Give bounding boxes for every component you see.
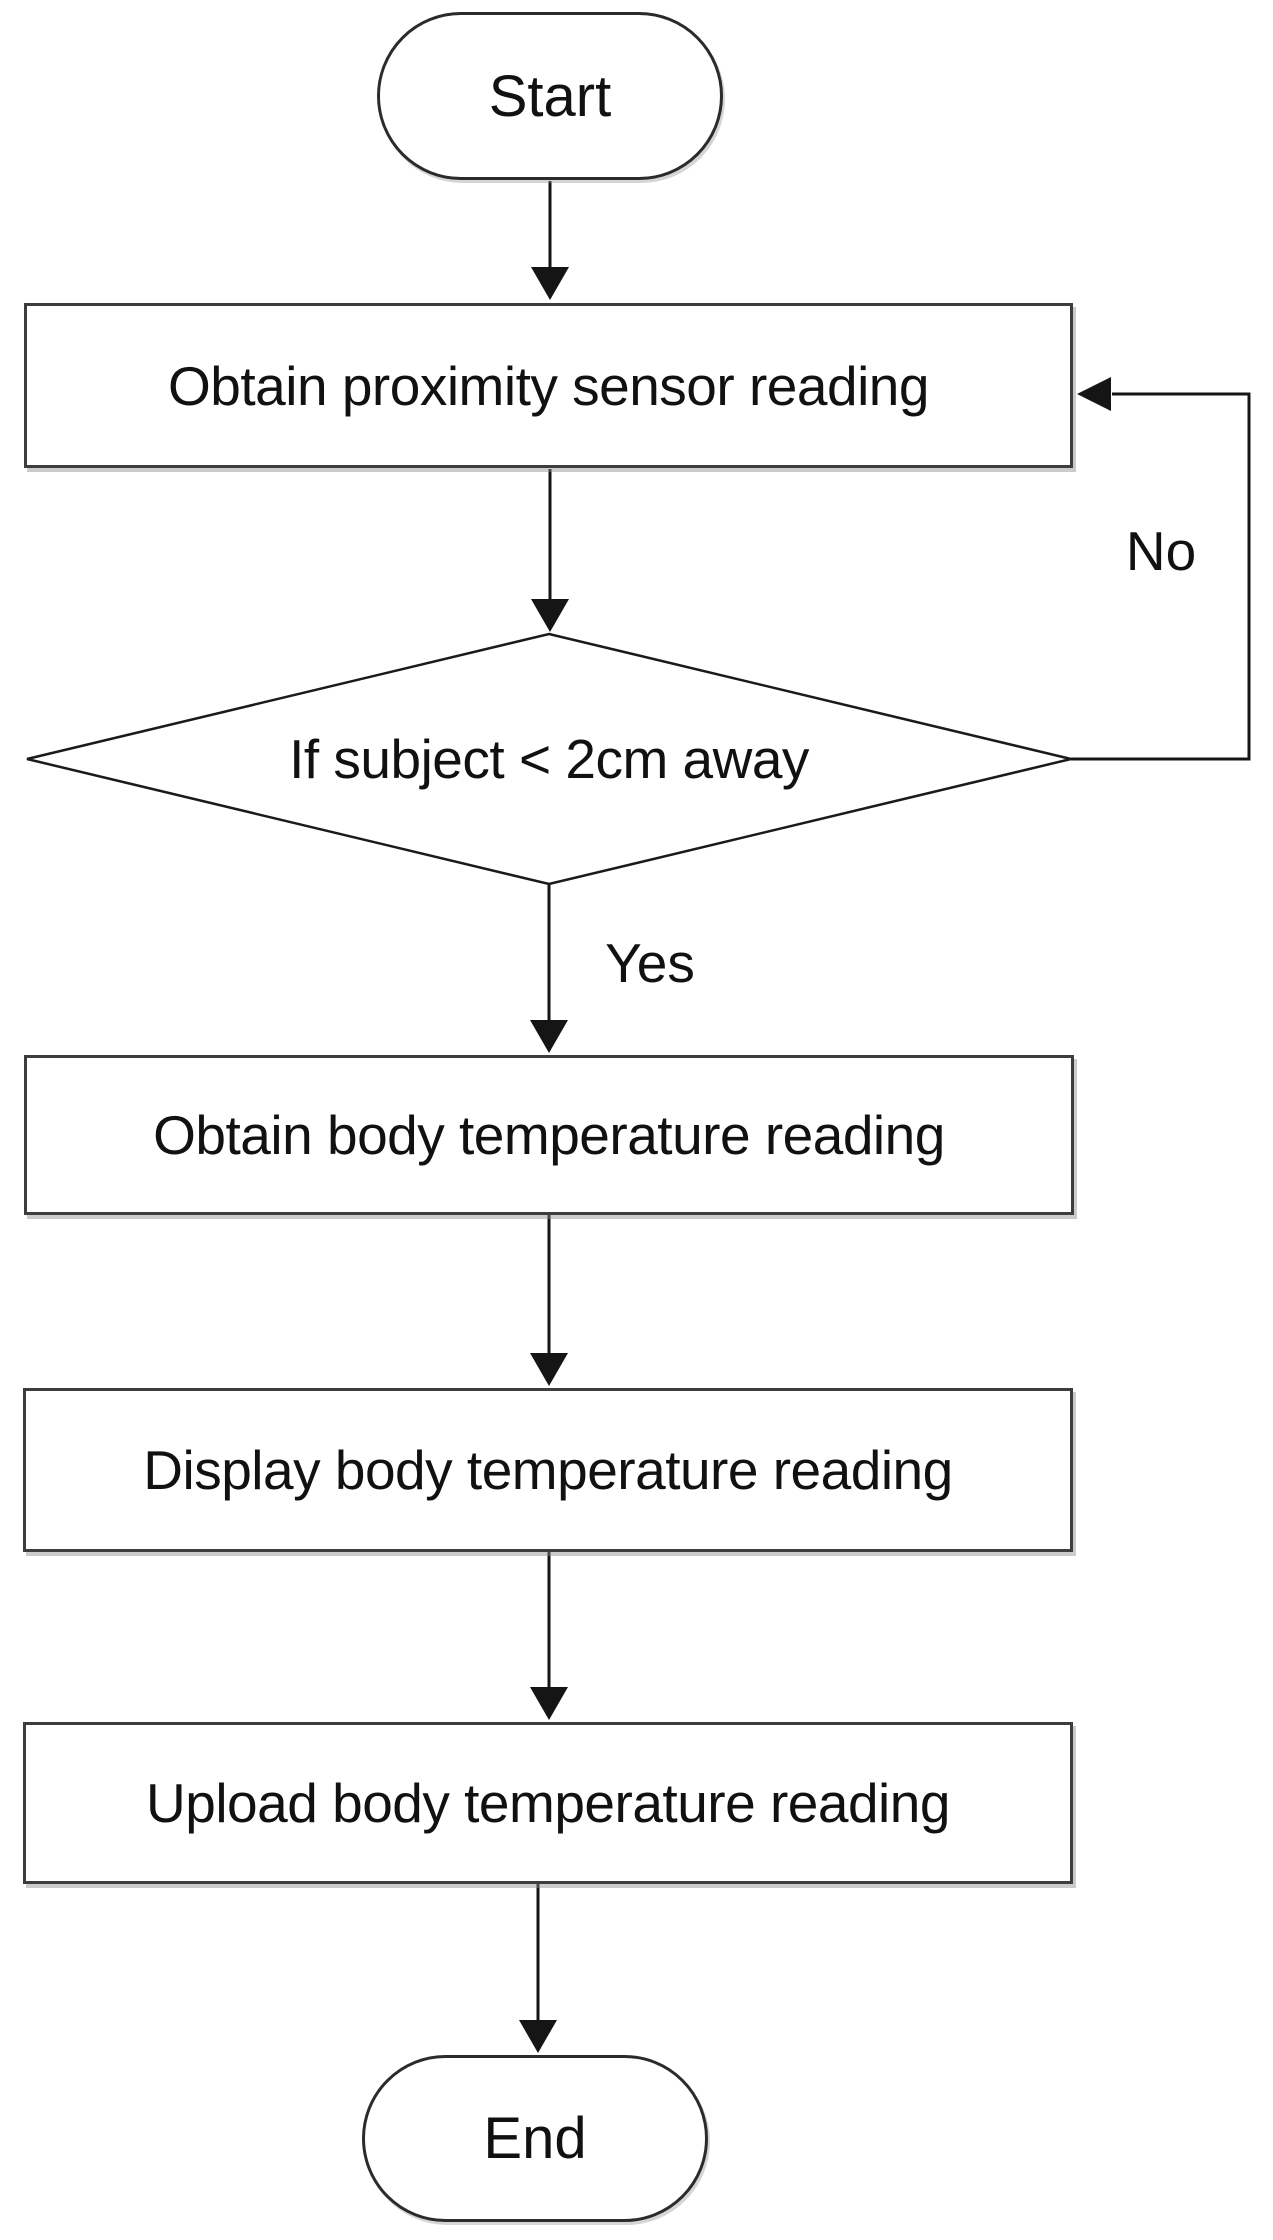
process-upload-temperature: Upload body temperature reading <box>23 1722 1073 1884</box>
decision-proximity-check-label: If subject < 2cm away <box>289 728 809 790</box>
end-node: End <box>362 2055 708 2222</box>
arrowhead-display-to-upload-temperature-icon <box>530 1687 568 1720</box>
end-node-label: End <box>483 2106 587 2171</box>
decision-proximity-check: If subject < 2cm away <box>149 659 949 859</box>
start-node: Start <box>377 12 723 180</box>
process-display-temperature: Display body temperature reading <box>23 1388 1073 1552</box>
edge-no-loop <box>1071 392 1251 761</box>
process-obtain-temperature: Obtain body temperature reading <box>24 1055 1074 1215</box>
arrowhead-upload-temperature-to-end-icon <box>519 2020 557 2053</box>
arrowhead-obtain-to-display-temperature-icon <box>530 1353 568 1386</box>
edge-label-no: No <box>1119 519 1203 583</box>
arrowhead-decision-to-obtain-temperature-icon <box>530 1020 568 1053</box>
edge-label-yes: Yes <box>599 931 701 995</box>
arrowhead-start-to-obtain-proximity-icon <box>531 267 569 300</box>
edge-no-arrowhead-icon <box>1077 377 1111 411</box>
start-node-label: Start <box>488 63 612 129</box>
process-obtain-proximity: Obtain proximity sensor reading <box>24 303 1073 468</box>
process-obtain-proximity-label: Obtain proximity sensor reading <box>168 354 929 417</box>
process-display-temperature-label: Display body temperature reading <box>143 1439 953 1501</box>
process-obtain-temperature-label: Obtain body temperature reading <box>153 1104 945 1166</box>
decision-diamond-shape <box>26 632 1072 886</box>
arrowhead-obtain-proximity-to-decision-icon <box>531 599 569 632</box>
process-upload-temperature-label: Upload body temperature reading <box>146 1772 950 1834</box>
